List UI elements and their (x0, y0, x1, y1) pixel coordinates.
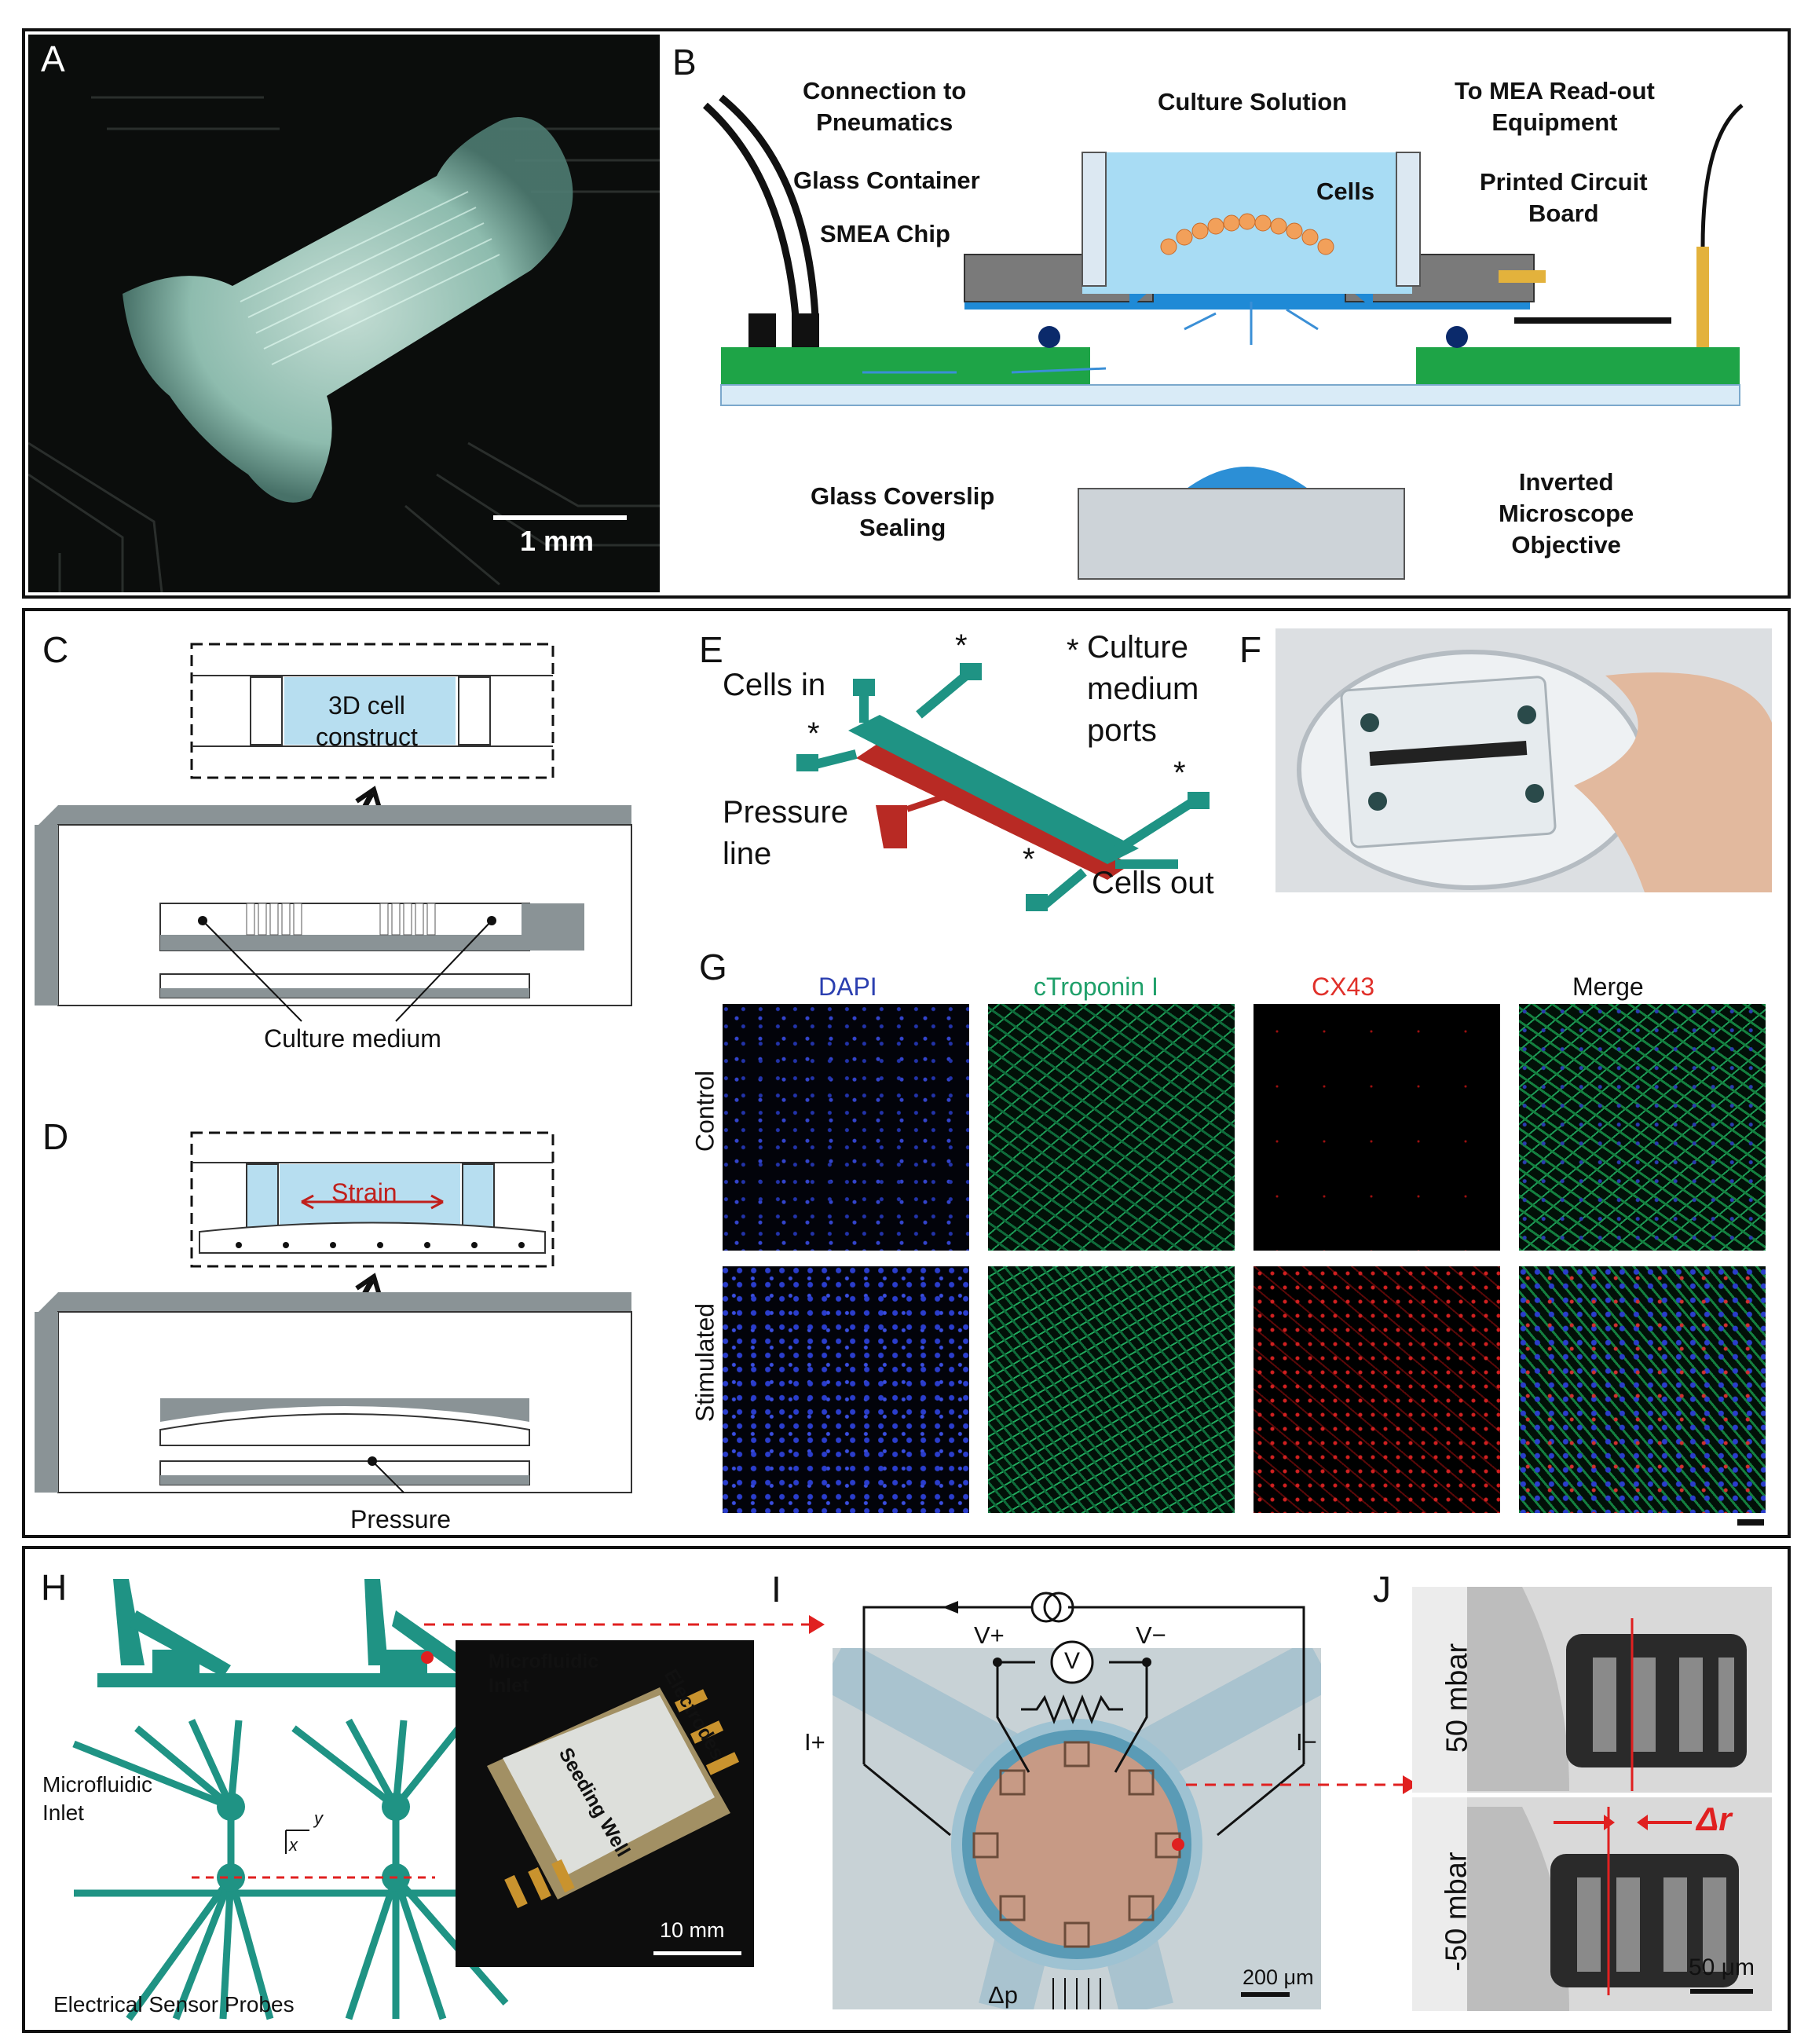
j-micrograph (1412, 1587, 1772, 2011)
panel-e-device (796, 663, 1210, 911)
d-inset-label: Strain (331, 1178, 397, 1207)
panel-c-diagram (35, 643, 632, 1022)
d-caption: Pressure (350, 1505, 452, 1533)
i-micrograph (833, 1648, 1321, 2009)
panel-a-scalebar (493, 515, 627, 520)
panel-letter-c: C (42, 629, 69, 670)
b-label-pneumatics: Connection to Pneumatics (803, 77, 967, 136)
panel-letter-j: J (1373, 1569, 1391, 1610)
b-label-culture-solution: Culture Solution (1158, 88, 1348, 115)
e-star-4: * (1023, 842, 1035, 877)
h-device-photo (456, 1640, 754, 1967)
h-probes-label: Electrical Sensor Probes (53, 1992, 295, 2017)
panel-a-device (123, 117, 573, 503)
b-label-mea-readout: To MEA Read-out Equipment (1455, 77, 1655, 136)
g-row-stimulated: Stimulated (690, 1302, 719, 1423)
b-label-glass-container: Glass Container (793, 167, 980, 194)
g-control-merge (1519, 1004, 1766, 1251)
panel-h-diagram (72, 1579, 556, 2021)
panel-letter-h: H (41, 1567, 68, 1608)
e-star-3: * (1173, 756, 1186, 790)
b-label-pcb: Printed Circuit Board (1480, 168, 1648, 227)
b-label-coverslip: Glass Coverslip Sealing (811, 482, 995, 541)
panel-letter-e: E (699, 629, 723, 670)
panel-a-photo (28, 35, 660, 592)
j-micrograph-graphic (1412, 1587, 1772, 2011)
g-col-ctroponin: cTroponin I (1034, 973, 1158, 1001)
g-row-control: Control (690, 1070, 719, 1152)
j-top-label: 50 mbar (1440, 1643, 1474, 1753)
i-v: V (1064, 1648, 1081, 1674)
e-star-1: * (955, 628, 968, 663)
e-pressure: Pressure line (723, 795, 849, 871)
g-stim-cx43 (1254, 1266, 1500, 1513)
i-iminus: I− (1296, 1728, 1317, 1756)
i-scale: 200 μm (1243, 1965, 1314, 1989)
panel-f-photo (1275, 628, 1772, 892)
h-inlet-label: Microfluidic Inlet (42, 1772, 153, 1825)
g-stim-merge (1519, 1266, 1766, 1513)
h-photo-inlet: Microfluidic Inlet (489, 1650, 599, 1697)
e-ports: Culture medium ports (1087, 630, 1199, 748)
b-label-cells: Cells (1316, 178, 1375, 205)
panel-letter-i: I (771, 1569, 781, 1610)
h-axis-y: y (314, 1808, 323, 1828)
panel-letter-f: F (1239, 629, 1262, 670)
b-label-objective: Inverted Microscope Objective (1499, 468, 1634, 559)
h-photo-scale: 10 mm (660, 1918, 725, 1942)
h-device-graphic (487, 1687, 740, 1909)
panel-letter-b: B (672, 42, 697, 82)
g-stim-ctroponin (988, 1266, 1235, 1513)
e-cells-in: Cells in (723, 668, 826, 702)
panel-f-graphic (1297, 650, 1772, 892)
e-cells-out: Cells out (1092, 866, 1214, 900)
g-col-cx43: CX43 (1312, 973, 1375, 1001)
i-iplus: I+ (804, 1728, 825, 1756)
g-col-dapi: DAPI (818, 973, 877, 1001)
h-axis-x: x (289, 1835, 298, 1855)
j-dr: Δr (1696, 1800, 1732, 1837)
i-vplus: V+ (974, 1621, 1005, 1649)
panel-a-graphic (28, 96, 660, 592)
h-photo-scalebar (653, 1951, 741, 1955)
i-dp: Δp (988, 1981, 1018, 2009)
b-label-smea-chip: SMEA Chip (820, 220, 950, 247)
g-scalebar (1737, 1519, 1764, 1526)
panel-letter-g: G (699, 947, 727, 987)
e-star-5: * (1067, 633, 1079, 668)
g-control-ctroponin (988, 1004, 1235, 1251)
c-caption: Culture medium (264, 1024, 441, 1053)
panel-d-diagram (35, 1131, 632, 1493)
panel-a-scale-label: 1 mm (520, 525, 595, 557)
g-stim-dapi (723, 1266, 969, 1513)
j-scale: 50 μm (1689, 1954, 1755, 1980)
panel-b-schematic (702, 94, 1744, 580)
g-control-cx43 (1254, 1004, 1500, 1251)
i-vminus: V− (1136, 1621, 1166, 1649)
h-to-i-arrow (424, 1615, 825, 1634)
i-to-j-arrow (1186, 1775, 1418, 1794)
j-bottom-label: -50 mbar (1440, 1852, 1473, 1972)
i-micrograph-graphic (833, 1648, 1321, 2009)
panel-letter-d: D (42, 1116, 69, 1157)
panel-letter-a: A (41, 38, 65, 79)
g-control-dapi (723, 1004, 969, 1251)
c-inset-label: 3D cell construct (316, 691, 418, 751)
i-circuit (862, 1592, 1305, 1837)
g-col-merge: Merge (1572, 973, 1644, 1001)
e-star-2: * (807, 716, 820, 751)
